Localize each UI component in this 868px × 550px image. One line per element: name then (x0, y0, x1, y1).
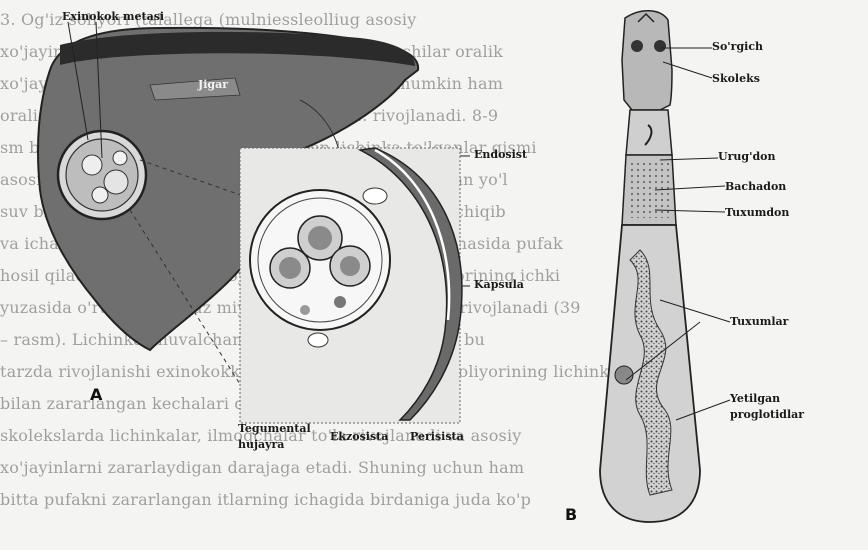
label-tegumental: Tegumental (238, 422, 311, 435)
label-tuxumdon: Tuxumdon (725, 206, 789, 219)
label-sorgich: So'rgich (712, 40, 763, 53)
label-exinokok-metasi: Exinokok metasi (62, 10, 164, 23)
label-proglotidlar: proglotidlar (730, 408, 804, 421)
label-jigar: Jigar (198, 78, 228, 91)
label-endosista: Endosist (474, 148, 527, 161)
label-tuxumlar: Tuxumlar (730, 315, 788, 328)
cyst-cross-section (240, 148, 462, 423)
label-kapsula: Kapsula (474, 278, 524, 291)
label-perisista: Perisista (410, 430, 464, 443)
label-ekzosista: Ekzosista (330, 430, 388, 443)
panel-label-a: A (90, 385, 102, 404)
label-hujayra: hujayra (238, 438, 284, 451)
tapeworm-body (600, 11, 700, 522)
label-skoleks: Skoleks (712, 72, 760, 85)
liver-cyst (58, 131, 146, 219)
label-bachadon: Bachadon (725, 180, 786, 193)
label-yetilgan: Yetilgan (730, 392, 780, 405)
label-urugdon: Urug'don (718, 150, 775, 163)
panel-label-b: B (565, 505, 577, 524)
